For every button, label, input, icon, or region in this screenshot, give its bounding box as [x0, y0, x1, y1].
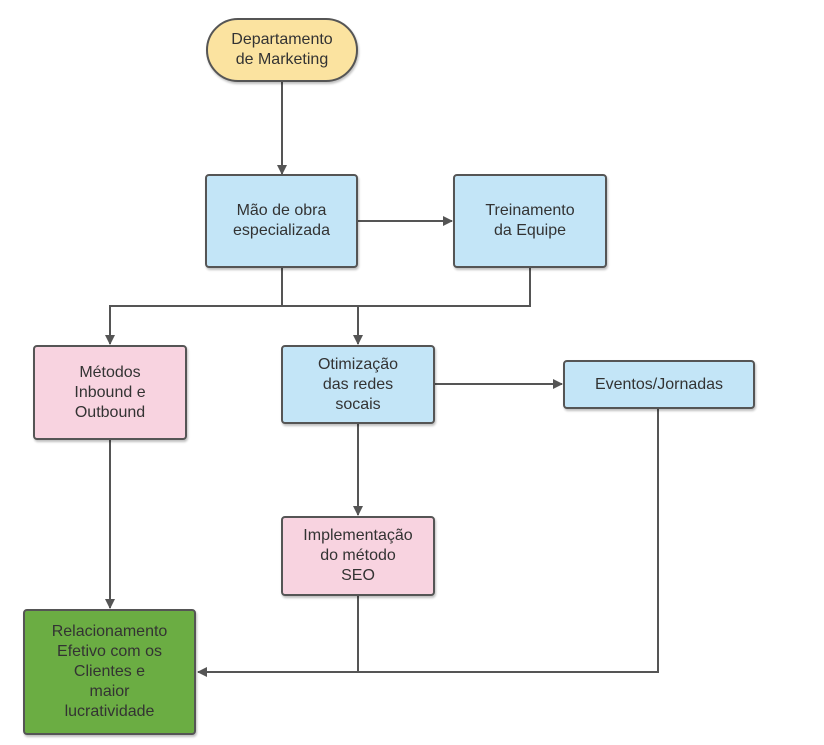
connector-eventos-to-relacionamento — [197, 409, 659, 677]
node-departamento-marketing: Departamento de Marketing — [206, 18, 358, 82]
node-treinamento-equipe: Treinamento da Equipe — [453, 174, 607, 268]
node-implementacao-seo: Implementação do método SEO — [281, 516, 435, 596]
connector-treinamento-to-split — [282, 268, 531, 307]
connector-split-to-metodos — [105, 305, 282, 345]
node-eventos-jornadas: Eventos/Jornadas — [563, 360, 755, 409]
node-mao-de-obra-especializada: Mão de obra especializada — [205, 174, 358, 268]
node-metodos-inbound-outbound: Métodos Inbound e Outbound — [33, 345, 187, 440]
node-otimizacao-redes-sociais: Otimização das redes socais — [281, 345, 435, 424]
node-relacionamento-efetivo: Relacionamento Efetivo com os Clientes e… — [23, 609, 196, 735]
